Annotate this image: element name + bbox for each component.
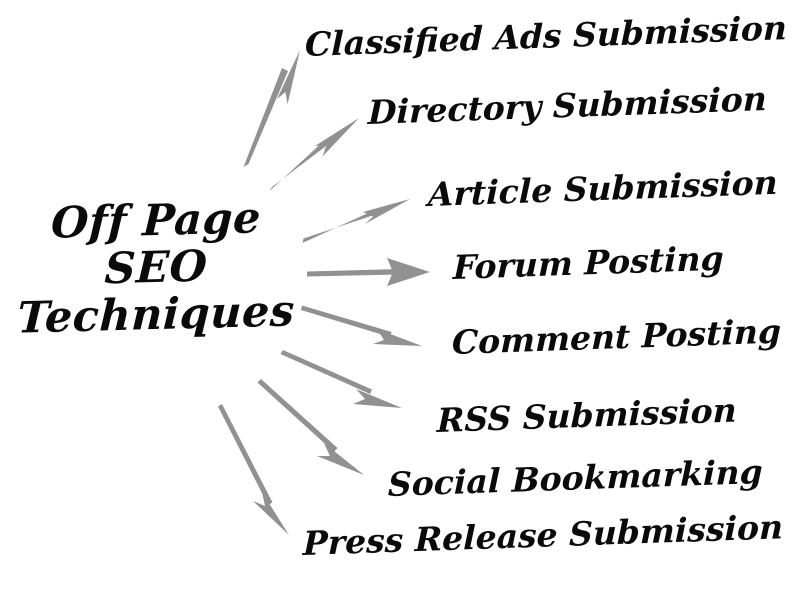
branch-label-article-submission: Article Submission (427, 162, 779, 215)
center-line-1: Off Page (50, 193, 263, 249)
arrow-to-forum-posting (307, 258, 430, 286)
branch-label-comment-posting: Comment Posting (451, 311, 782, 363)
branch-label-social-bookmarking: Social Bookmarking (387, 451, 763, 505)
arrow-to-classified-ads-submission (243, 50, 300, 167)
center-line-3: Techniques (16, 286, 296, 344)
arrow-to-article-submission (302, 199, 410, 243)
arrow-to-directory-submission (269, 118, 359, 191)
center-node: Off Page SEO Techniques (8, 193, 304, 343)
arrow-to-comment-posting (301, 305, 422, 346)
branch-label-directory-submission: Directory Submission (367, 79, 768, 133)
branch-label-rss-submission: RSS Submission (436, 390, 738, 441)
branch-label-forum-posting: Forum Posting (452, 238, 724, 288)
branch-label-classified-ads-submission: Classified Ads Submission (304, 8, 788, 65)
arrow-to-social-bookmarking (257, 379, 364, 475)
branch-label-press-release-submission: Press Release Submission (302, 507, 784, 564)
arrow-to-rss-submission (280, 350, 402, 408)
arrow-to-press-release-submission (218, 404, 289, 535)
